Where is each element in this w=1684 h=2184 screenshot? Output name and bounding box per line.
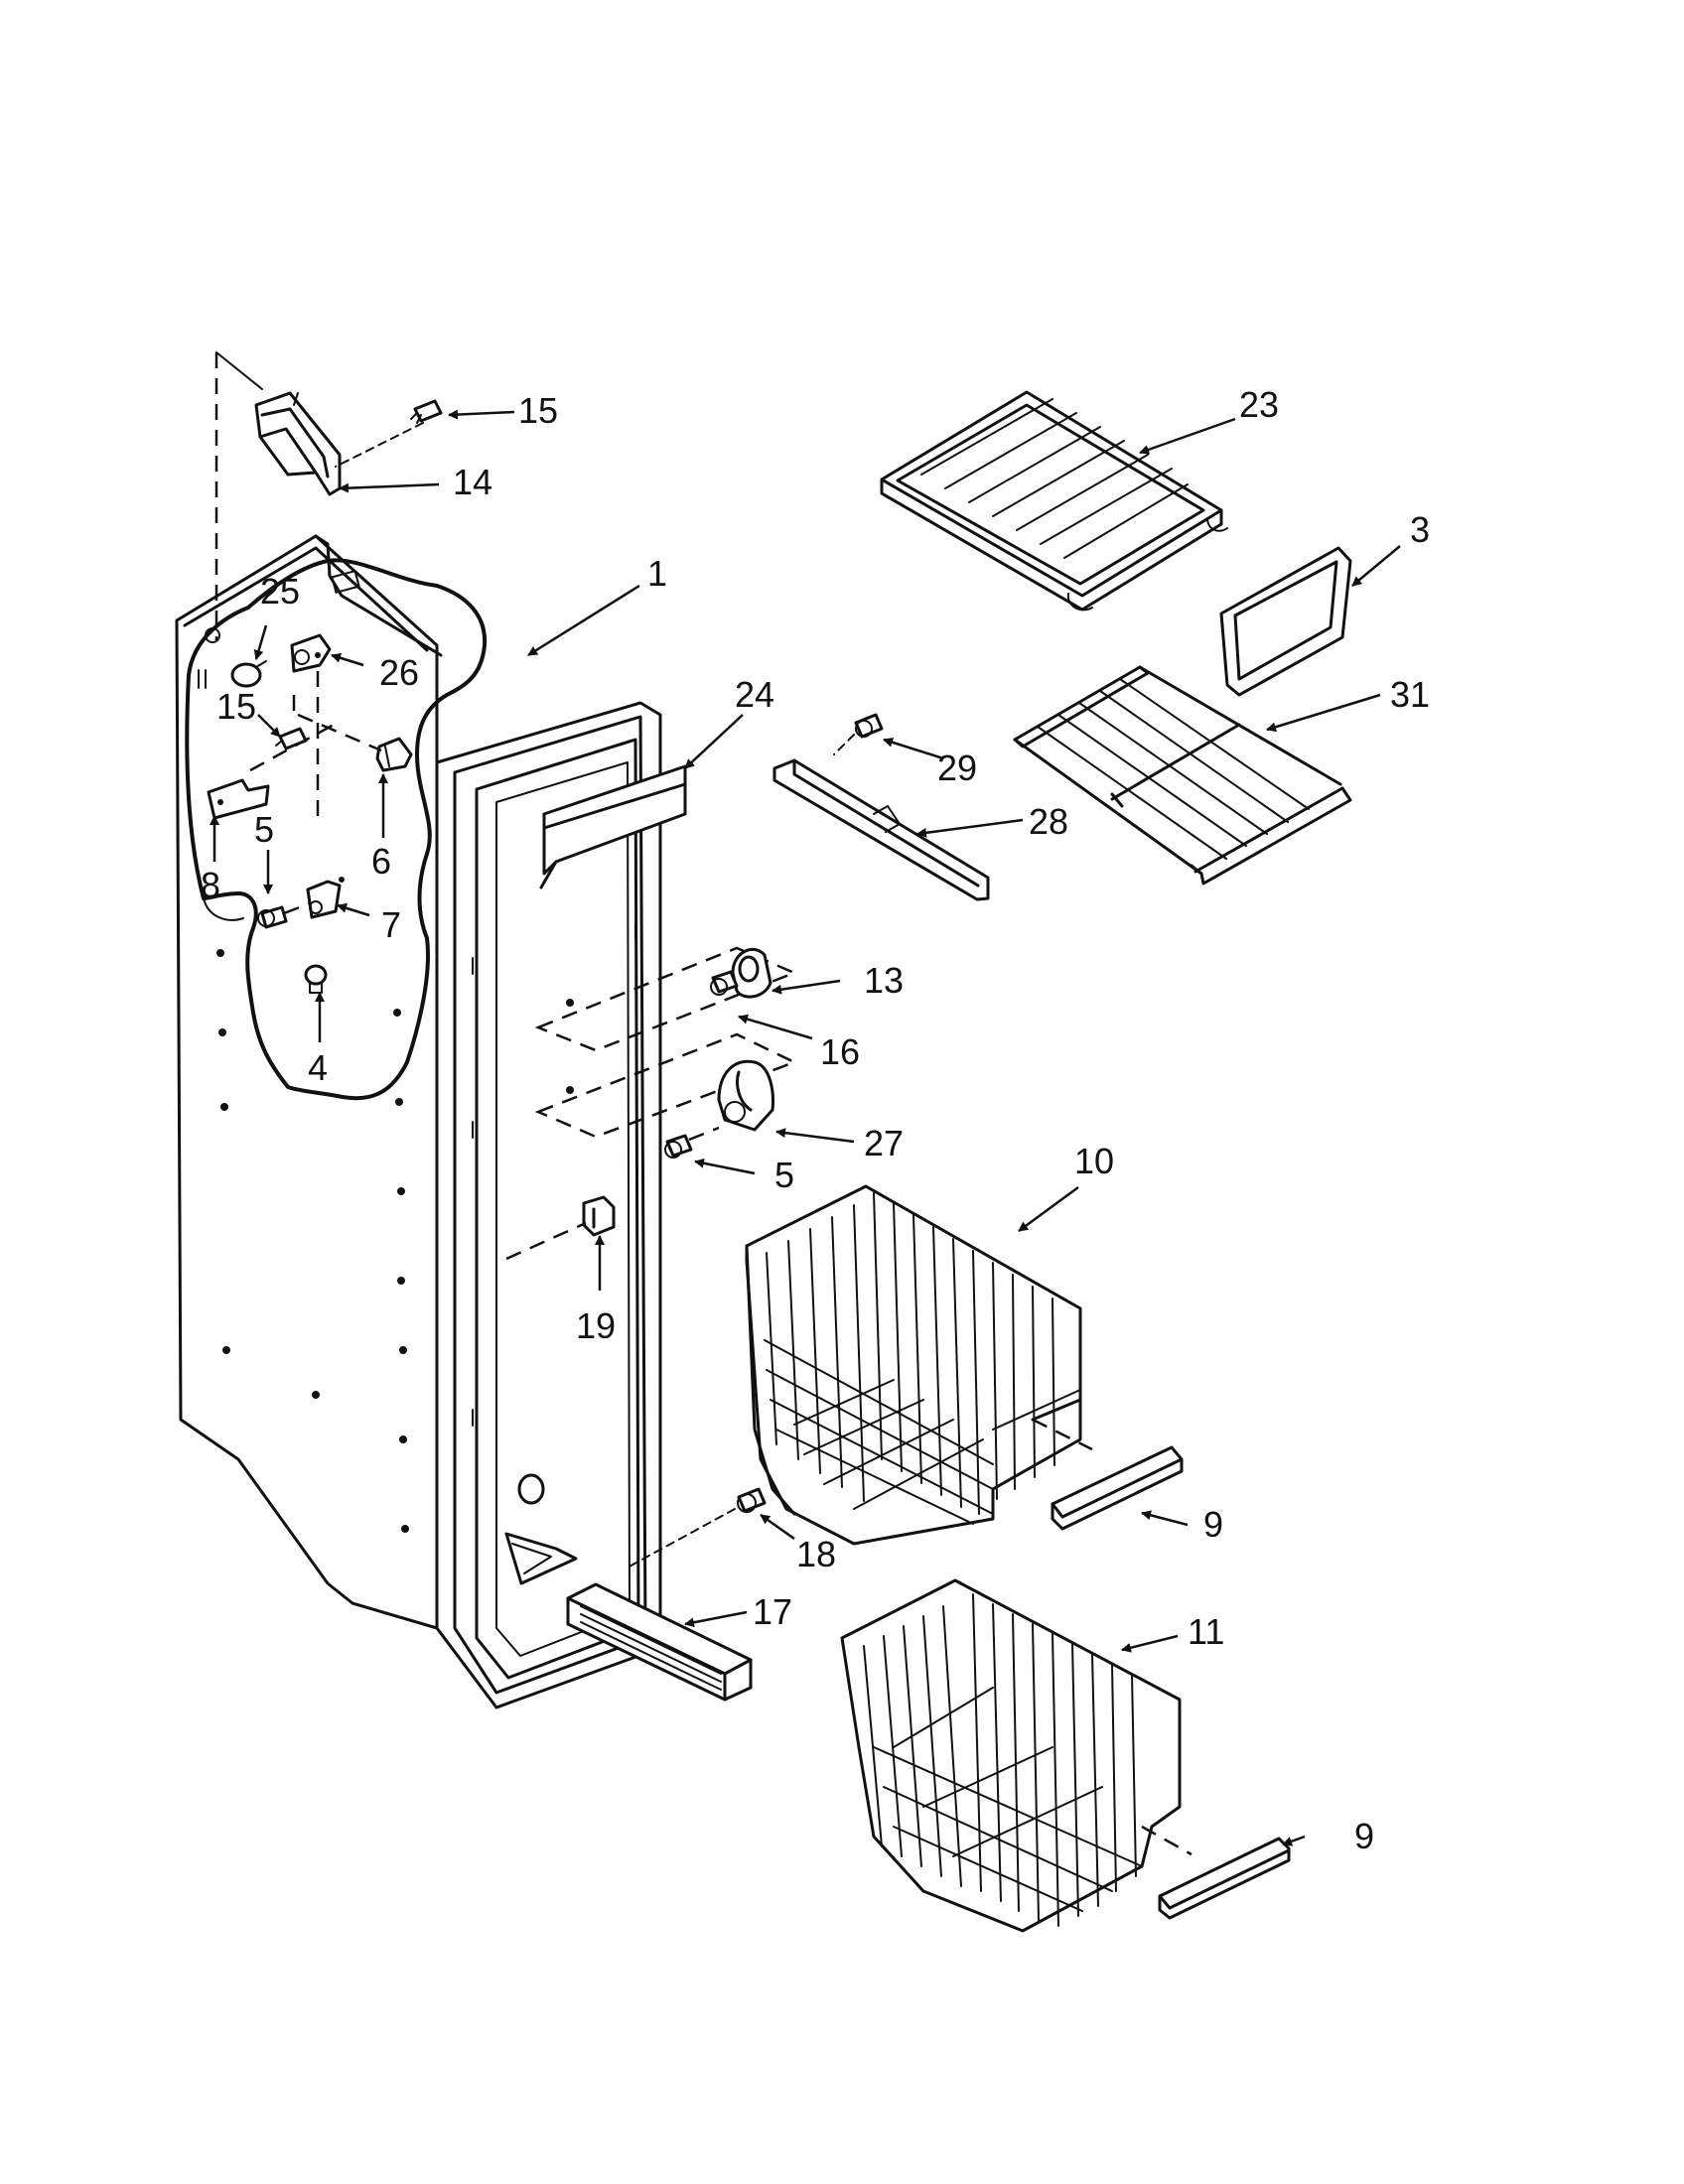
- rail-outline-13: [534, 946, 798, 1052]
- part-19-thermostat: [505, 1195, 616, 1261]
- callout-11: 11: [1188, 1611, 1224, 1652]
- part-3-glass: [1219, 546, 1352, 697]
- part-4-screw: [304, 964, 328, 994]
- callout-15: 15: [518, 390, 558, 431]
- freezer-liner: [175, 534, 662, 1709]
- callout-4: 4: [308, 1047, 328, 1088]
- part-17-grille: [566, 1582, 753, 1702]
- callout-25: 25: [260, 571, 300, 612]
- callout-28: 28: [1029, 801, 1068, 842]
- part-11-basket: [840, 1578, 1193, 1933]
- callout-8: 8: [201, 865, 220, 905]
- callout-7: 7: [381, 904, 401, 945]
- rail-outline-27: [534, 1032, 798, 1139]
- callout-18: 18: [796, 1534, 836, 1574]
- part-23-shelf: [880, 390, 1228, 612]
- callout-10: 10: [1074, 1141, 1114, 1181]
- part-7-switch: [306, 877, 345, 919]
- part-31-wire-shelf: [1013, 665, 1352, 886]
- part-8-bracket: [207, 723, 335, 820]
- callout-24: 24: [735, 674, 774, 715]
- part-18-screw: [625, 1487, 767, 1570]
- part-28-bracket: [772, 758, 990, 901]
- callout-5: 5: [254, 809, 274, 850]
- part-24-cover: [539, 764, 687, 889]
- part-15-screw-mid: [275, 727, 308, 751]
- callout-labels: 15 14 23 3 1 25 26 15 24 31 29 5 6 28 8 …: [201, 384, 1430, 1856]
- wiring-harness: [185, 558, 488, 1101]
- part-5-screw-left: [257, 901, 311, 929]
- callout-3: 3: [1410, 509, 1430, 550]
- callout-26: 26: [379, 652, 419, 693]
- callout-27: 27: [864, 1123, 904, 1163]
- part-6-clip: [297, 713, 413, 772]
- callout-29: 29: [937, 748, 977, 788]
- callout-19: 19: [576, 1305, 616, 1346]
- part-29-screw: [833, 713, 884, 755]
- part-25-lightbulb: [230, 660, 267, 688]
- part-10-basket: [745, 1184, 1093, 1546]
- screw-15-top: [335, 399, 443, 468]
- part-13-guide: [731, 948, 772, 999]
- leaders: [210, 409, 1401, 1846]
- part-16-screw: [710, 970, 739, 996]
- callout-13: 13: [864, 960, 904, 1001]
- part-9-strip-upper: [1051, 1445, 1184, 1531]
- part-27-guide: [717, 1059, 774, 1132]
- callout-17: 17: [753, 1591, 792, 1632]
- part-5-screw-right: [664, 1126, 720, 1159]
- callout-14: 14: [453, 462, 492, 502]
- part-9-strip-lower: [1158, 1837, 1291, 1920]
- callout-15: 15: [216, 686, 256, 727]
- callout-31: 31: [1390, 674, 1430, 715]
- bracket-14: [254, 391, 342, 496]
- callout-23: 23: [1239, 384, 1279, 425]
- callout-5: 5: [774, 1155, 794, 1195]
- mounting-holes: [216, 949, 409, 1533]
- callout-9: 9: [1354, 1816, 1374, 1856]
- callout-6: 6: [371, 841, 391, 882]
- part-26-socket: [290, 633, 332, 824]
- callout-9: 9: [1203, 1504, 1223, 1545]
- callout-16: 16: [820, 1031, 860, 1072]
- callout-1: 1: [647, 553, 667, 594]
